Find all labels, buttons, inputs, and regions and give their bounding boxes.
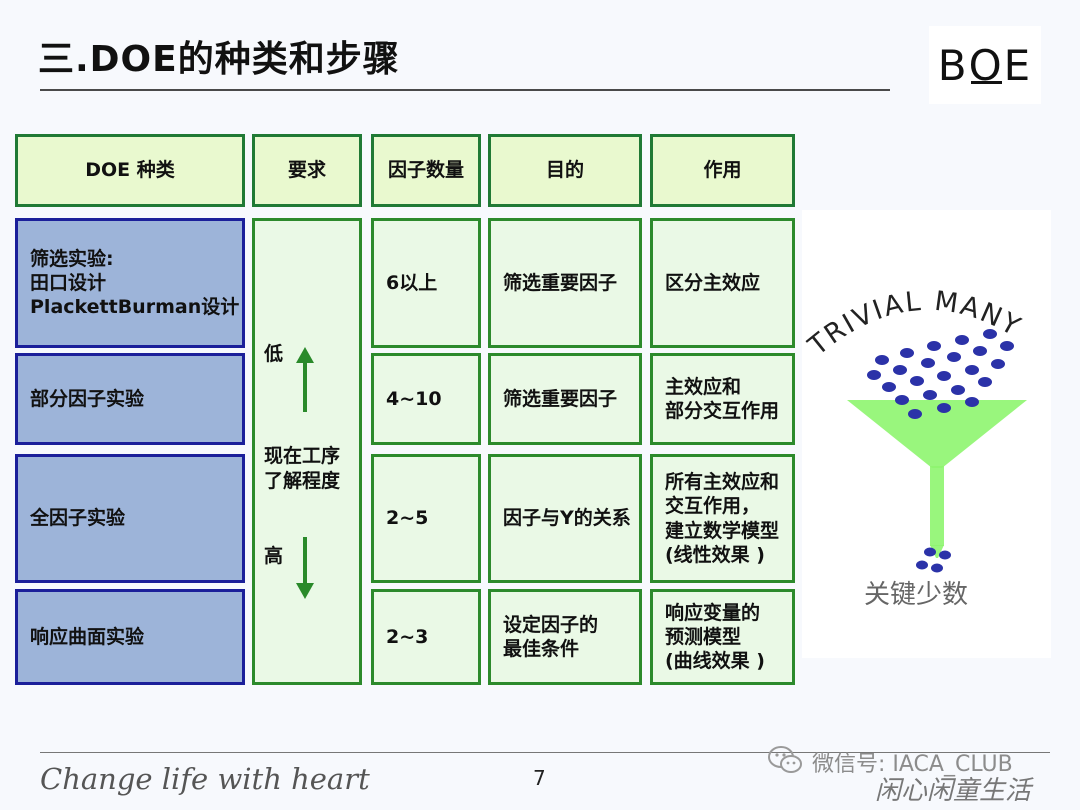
header-doe-type: DOE 种类 <box>15 134 245 207</box>
arrow-down-shaft <box>303 537 307 585</box>
title-underline <box>40 89 890 91</box>
doe-type-response-surface: 响应曲面实验 <box>15 589 245 685</box>
factor-count-full-factorial: 2~5 <box>371 454 481 583</box>
footer-slogan: Change life with heart <box>40 762 370 796</box>
effect-fractional: 主效应和部分交互作用 <box>650 353 795 445</box>
trivial-many-label: TRIVIAL MANY <box>802 286 1027 363</box>
factor-count-screening: 6以上 <box>371 218 481 348</box>
funnel-illustration: TRIVIAL MANY 关键少数 <box>802 210 1051 658</box>
page-number: 7 <box>533 766 546 790</box>
arrow-up-shaft <box>303 362 307 412</box>
logo-letter-b: B <box>937 40 969 90</box>
footer-divider <box>40 752 1050 753</box>
wechat-icon <box>768 746 802 773</box>
requirement-low-label: 低 <box>264 343 284 365</box>
wechat-id: 微信号: IACA_CLUB <box>812 752 1013 777</box>
requirement-column <box>252 218 362 685</box>
signature-handwriting: 闲心闲童生活 <box>875 776 1032 806</box>
purpose-full-factorial: 因子与Y的关系 <box>488 454 642 583</box>
factor-count-fractional: 4~10 <box>371 353 481 445</box>
effect-screening: 区分主效应 <box>650 218 795 348</box>
requirement-high-label: 高 <box>264 545 284 567</box>
purpose-screening: 筛选重要因子 <box>488 218 642 348</box>
effect-full-factorial: 所有主效应和交互作用，建立数学模型(线性效果 ) <box>650 454 795 583</box>
logo-letter-o: O <box>968 40 1004 90</box>
effect-response-surface: 响应变量的预测模型(曲线效果 ) <box>650 589 795 685</box>
doe-type-full-factorial: 全因子实验 <box>15 454 245 583</box>
purpose-fractional: 筛选重要因子 <box>488 353 642 445</box>
factor-count-response-surface: 2~3 <box>371 589 481 685</box>
particles <box>867 329 1014 573</box>
header-effect: 作用 <box>650 134 795 207</box>
arrow-up-icon <box>296 347 314 363</box>
funnel-shape <box>847 400 1027 558</box>
funnel-graphic: TRIVIAL MANY 关键少数 <box>802 286 1027 610</box>
header-factor-count: 因子数量 <box>371 134 481 207</box>
arrow-down-icon <box>296 583 314 599</box>
purpose-response-surface: 设定因子的最佳条件 <box>488 589 642 685</box>
logo-letter-e: E <box>1003 40 1033 90</box>
page-title: 三.DOE的种类和步骤 <box>38 39 400 80</box>
doe-type-fractional: 部分因子实验 <box>15 353 245 445</box>
header-requirement: 要求 <box>252 134 362 207</box>
header-purpose: 目的 <box>488 134 642 207</box>
key-few-label: 关键少数 <box>864 580 968 610</box>
requirement-understanding-label: 现在工序了解程度 <box>264 445 341 492</box>
